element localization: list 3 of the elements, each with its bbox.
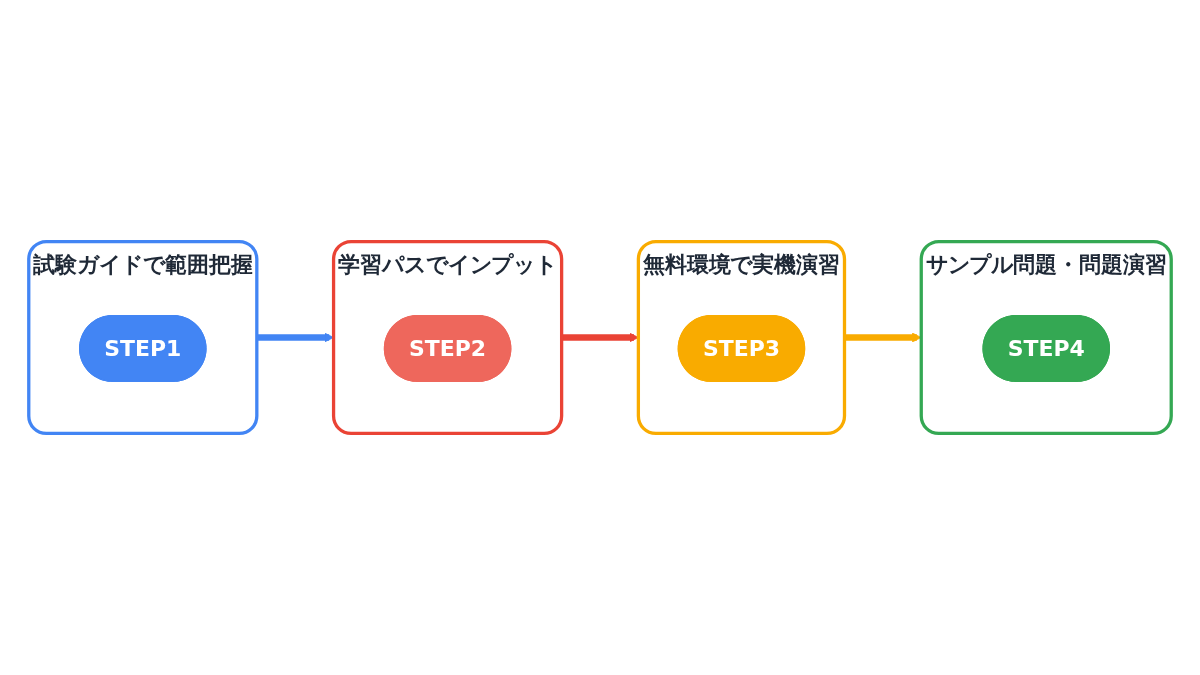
arrow [844,332,922,343]
arrow [561,332,639,343]
arrow [256,332,334,343]
